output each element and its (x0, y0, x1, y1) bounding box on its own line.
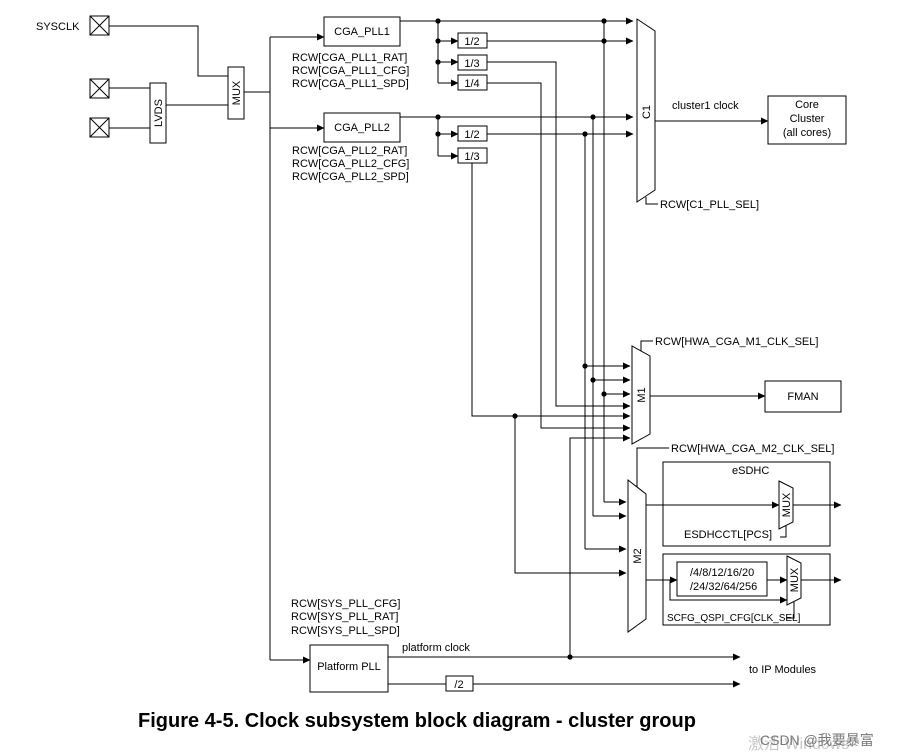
m1-label: M1 (636, 387, 648, 402)
fman-label: FMAN (787, 391, 818, 403)
pll2-spd-label: RCW[CGA_PLL2_SPD] (292, 171, 409, 183)
pll1-div2-label: 1/2 (464, 36, 479, 48)
cluster1-clock-label: cluster1 clock (672, 100, 739, 112)
pll1-div4-label: 1/4 (464, 78, 479, 90)
qspi-mux-label: MUX (789, 567, 801, 592)
c1-mux (636, 18, 656, 203)
input-mux-label: MUX (231, 80, 243, 105)
esdhc-mux-label: MUX (781, 492, 793, 517)
pll2-div2-label: 1/2 (464, 129, 479, 141)
cga-pll2-label: CGA_PLL2 (334, 122, 390, 134)
pll1-div3-label: 1/3 (464, 58, 479, 70)
core-label-line3: (all cores) (783, 127, 831, 139)
input-mux-block (227, 66, 245, 120)
m1-sel-label: RCW[HWA_CGA_M1_CLK_SEL] (655, 336, 818, 348)
qspi-sel-label: SCFG_QSPI_CFG[CLK_SEL] (667, 613, 801, 624)
m2-label: M2 (632, 548, 644, 563)
cga-pll1-label: CGA_PLL1 (334, 26, 390, 38)
core-label-line1: Core (795, 99, 819, 111)
sysclk-pad (89, 15, 110, 36)
qspi-div-line1: /4/8/12/16/20 (690, 567, 754, 579)
qspi-div-line2: /24/32/64/256 (690, 581, 757, 593)
c1-label: C1 (641, 105, 653, 119)
pll1-spd-label: RCW[CGA_PLL1_SPD] (292, 78, 409, 90)
m2-mux (627, 478, 647, 633)
m2-sel-label: RCW[HWA_CGA_M2_CLK_SEL] (671, 443, 834, 455)
pll2-div3-label: 1/3 (464, 151, 479, 163)
c1-sel-label: RCW[C1_PLL_SEL] (660, 199, 759, 211)
m1-mux (631, 345, 651, 445)
to-ip-label: to IP Modules (749, 664, 817, 676)
lvds-pad-2 (89, 117, 110, 138)
core-label-line2: Cluster (790, 113, 825, 125)
esdhc-label: eSDHC (732, 465, 769, 477)
lvds-label: LVDS (153, 99, 165, 127)
pll2-cfg-label: RCW[CGA_PLL2_CFG] (292, 158, 409, 170)
sys-spd-label: RCW[SYS_PLL_SPD] (291, 625, 400, 637)
figure-caption: Figure 4-5. Clock subsystem block diagra… (138, 710, 696, 732)
esdhc-group (662, 461, 831, 547)
esdhc-mux (778, 480, 794, 530)
fman-block (764, 380, 842, 413)
cga-pll2-block (323, 112, 401, 143)
csdn-watermark: CSDN @我要暴富 (760, 732, 874, 748)
windows-watermark: 激活 Windows (748, 735, 849, 753)
platform-div2-label: /2 (454, 679, 463, 691)
lvds-block (149, 82, 167, 144)
platform-clock-label: platform clock (402, 642, 470, 654)
core-cluster-block (767, 95, 847, 145)
sysclk-label: SYSCLK (36, 21, 80, 33)
qspi-divider-block (676, 561, 768, 597)
pll2-rat-label: RCW[CGA_PLL2_RAT] (292, 145, 407, 157)
platform-pll-label: Platform PLL (317, 661, 381, 673)
esdhcctl-label: ESDHCCTL[PCS] (684, 529, 772, 541)
sys-rat-label: RCW[SYS_PLL_RAT] (291, 611, 398, 623)
lvds-pad-1 (89, 78, 110, 99)
qspi-mux (786, 555, 802, 606)
pll1-cfg-label: RCW[CGA_PLL1_CFG] (292, 65, 409, 77)
cga-pll1-block (323, 16, 401, 47)
platform-pll-block (309, 644, 389, 693)
sys-cfg-label: RCW[SYS_PLL_CFG] (291, 598, 400, 610)
pll1-rat-label: RCW[CGA_PLL1_RAT] (292, 52, 407, 64)
